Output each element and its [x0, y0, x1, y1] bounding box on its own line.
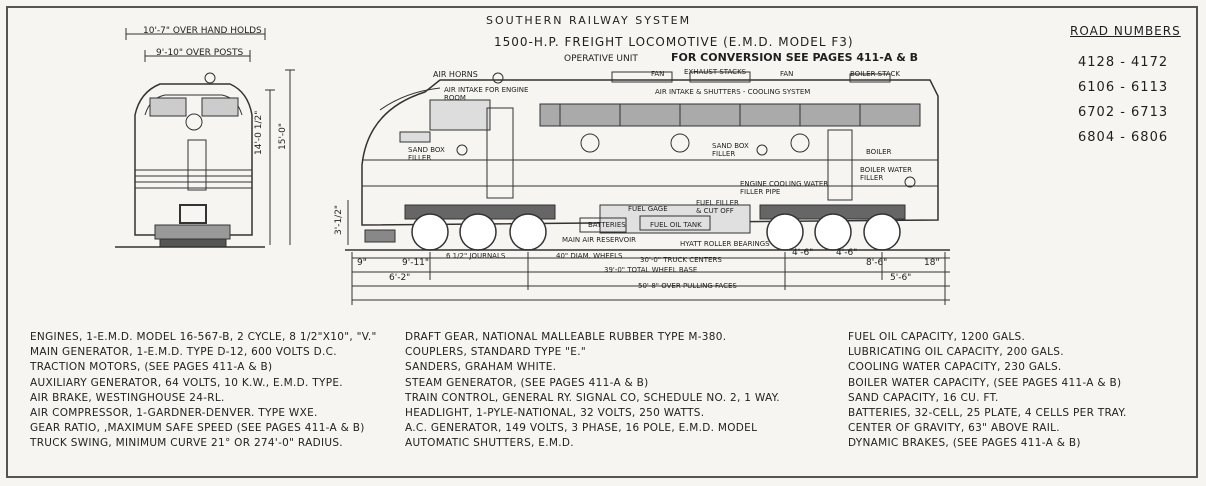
- over-hand-holds-dim: 10'-7" OVER HAND HOLDS: [143, 26, 262, 36]
- height-a-dim: 14'-0 1/2": [254, 110, 264, 155]
- dim-8-6: 8'-6": [866, 258, 888, 268]
- batteries-label: BATTERIES: [588, 221, 626, 229]
- spec-line: ENGINES, 1-E.M.D. MODEL 16-567-B, 2 CYCL…: [30, 331, 377, 343]
- height-b-dim: 15'-0": [278, 122, 288, 150]
- spec-line: FUEL OIL CAPACITY, 1200 GALS.: [848, 331, 1026, 343]
- system-title: SOUTHERN RAILWAY SYSTEM: [486, 14, 692, 27]
- dim-4-6-b: 4'-6": [836, 248, 858, 258]
- side-view-outline: [345, 71, 950, 251]
- road-number-1: 4128 - 4172: [1078, 55, 1169, 70]
- specs-column-1: ENGINES, 1-E.M.D. MODEL 16-567-B, 2 CYCL…: [30, 330, 377, 452]
- main-air-reservoir-label: MAIN AIR RESERVOIR: [562, 236, 637, 244]
- boiler-water-label: BOILER WATER FILLER: [860, 166, 913, 182]
- sand-box-label-2: SAND BOX FILLER: [712, 142, 749, 158]
- air-intake-label: AIR INTAKE FOR ENGINE ROOM: [444, 86, 529, 102]
- spec-line: DRAFT GEAR, NATIONAL MALLEABLE RUBBER TY…: [405, 331, 727, 343]
- road-number-2: 6106 - 6113: [1078, 80, 1169, 95]
- over-posts-dim: 9'-10" OVER POSTS: [156, 48, 244, 58]
- spec-line: HEADLIGHT, 1-PYLE-NATIONAL, 32 VOLTS, 25…: [405, 407, 705, 420]
- spec-line: A.C. GENERATOR, 149 VOLTS, 3 PHASE, 16 P…: [405, 422, 758, 435]
- fuel-gage-label: FUEL GAGE: [628, 205, 668, 213]
- fuel-oil-tank-label: FUEL OIL TANK: [650, 221, 702, 229]
- pulling-faces-label: 50'-8" OVER PULLING FACES: [638, 282, 737, 290]
- road-number-4: 6804 - 6806: [1078, 130, 1169, 145]
- spec-line: SANDERS, GRAHAM WHITE.: [405, 361, 557, 374]
- specs-column-2: DRAFT GEAR, NATIONAL MALLEABLE RUBBER TY…: [405, 330, 780, 452]
- spec-line: MAIN GENERATOR, 1-E.M.D. TYPE D-12, 600 …: [30, 346, 337, 359]
- spec-line: AIR COMPRESSOR, 1-GARDNER-DENVER. TYPE W…: [30, 407, 318, 420]
- dim-18in: 18": [924, 258, 940, 268]
- spec-line: AUXILIARY GENERATOR, 64 VOLTS, 10 K.W., …: [30, 376, 343, 389]
- spec-line: COUPLERS, STANDARD TYPE "E.": [405, 346, 586, 359]
- sand-box-label-1: SAND BOX FILLER: [408, 146, 445, 162]
- dim-6-2: 6'-2": [389, 273, 411, 283]
- locomotive-model: 1500-H.P. FREIGHT LOCOMOTIVE (E.M.D. MOD…: [494, 35, 854, 49]
- spec-line: CENTER OF GRAVITY, 63" ABOVE RAIL.: [848, 422, 1060, 435]
- height-c-dim: 3'-1/2": [334, 204, 344, 235]
- spec-line: SAND CAPACITY, 16 CU. FT.: [848, 391, 999, 404]
- spec-line: GEAR RATIO, ,MAXIMUM SAFE SPEED (SEE PAG…: [30, 422, 365, 435]
- drawing-frame: [6, 6, 1198, 478]
- wheel-base-label: 39'-0" TOTAL WHEEL BASE: [604, 266, 698, 274]
- spec-line: STEAM GENERATOR, (SEE PAGES 411-A & B): [405, 376, 649, 389]
- dim-9in: 9": [357, 258, 367, 268]
- spec-line: BATTERIES, 32-CELL, 25 PLATE, 4 CELLS PE…: [848, 407, 1127, 420]
- spec-line: TRACTION MOTORS, (SEE PAGES 411-A & B): [30, 361, 273, 374]
- road-numbers-title: ROAD NUMBERS: [1070, 24, 1181, 38]
- engine-cooling-label: ENGINE COOLING WATER FILLER PIPE: [740, 180, 829, 196]
- road-number-3: 6702 - 6713: [1078, 105, 1169, 120]
- wheels-label: 40" DIAM. WHEELS: [556, 252, 623, 260]
- shutters-label: AIR INTAKE & SHUTTERS - COOLING SYSTEM: [655, 88, 811, 96]
- dim-4-6-a: 4'-6": [792, 248, 814, 258]
- boiler-label: BOILER: [866, 148, 892, 156]
- fan-label-2: FAN: [780, 70, 794, 78]
- exhaust-stacks-label: EXHAUST STACKS: [684, 68, 747, 76]
- spec-line: DYNAMIC BRAKES, (SEE PAGES 411-A & B): [848, 437, 1081, 450]
- conversion-note: FOR CONVERSION SEE PAGES 411-A & B: [671, 51, 919, 64]
- specs-column-3: FUEL OIL CAPACITY, 1200 GALS. LUBRICATIN…: [848, 330, 1127, 452]
- dim-9-11: 9'-11": [402, 258, 430, 268]
- spec-line: AUTOMATIC SHUTTERS, E.M.D.: [405, 437, 574, 450]
- operative-unit: OPERATIVE UNIT: [564, 54, 638, 64]
- air-horns-label: AIR HORNS: [433, 70, 478, 79]
- front-view-outline: [115, 72, 265, 248]
- roller-bearings-label: HYATT ROLLER BEARINGS: [680, 240, 770, 248]
- spec-line: COOLING WATER CAPACITY, 230 GALS.: [848, 361, 1062, 374]
- spec-line: BOILER WATER CAPACITY, (SEE PAGES 411-A …: [848, 376, 1122, 389]
- fan-label-1: FAN: [651, 70, 665, 78]
- spec-line: TRUCK SWING, MINIMUM CURVE 21° OR 274'-0…: [30, 437, 343, 450]
- dim-5-6: 5'-6": [890, 273, 912, 283]
- spec-line: LUBRICATING OIL CAPACITY, 200 GALS.: [848, 346, 1064, 359]
- truck-centers-label: 30'-0" TRUCK CENTERS: [640, 256, 722, 264]
- boiler-stack-label: BOILER STACK: [850, 70, 900, 78]
- spec-line: TRAIN CONTROL, GENERAL RY. SIGNAL CO, SC…: [405, 391, 780, 404]
- fuel-filler-label: FUEL FILLER & CUT OFF: [696, 199, 739, 215]
- journals-label: 6 1/2" JOURNALS: [446, 252, 506, 260]
- spec-line: AIR BRAKE, WESTINGHOUSE 24-RL.: [30, 391, 225, 404]
